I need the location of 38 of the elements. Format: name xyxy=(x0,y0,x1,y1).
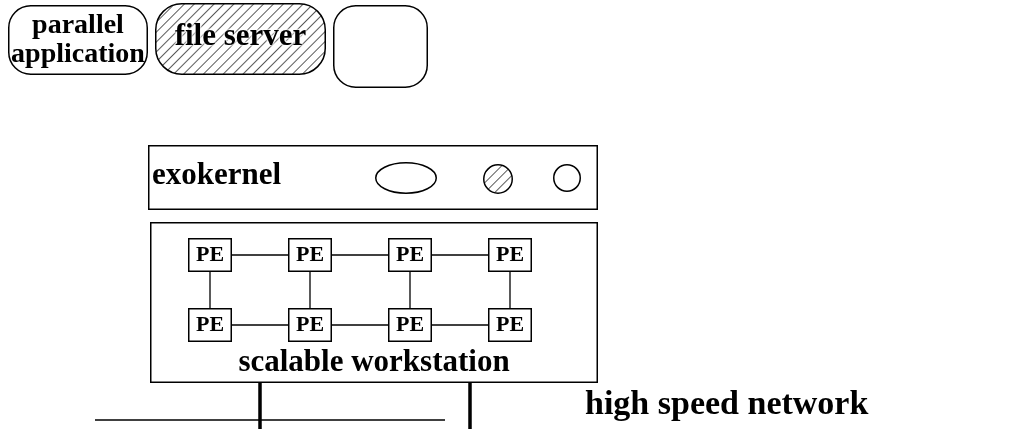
rounded-box xyxy=(8,5,148,75)
caption-text: scalable workstation xyxy=(237,345,511,378)
node-label: PE xyxy=(194,242,226,266)
hatched-circle xyxy=(483,164,513,194)
ellipse xyxy=(375,162,437,194)
pe-box xyxy=(188,308,232,342)
connector-line xyxy=(209,271,211,309)
rounded-box xyxy=(333,5,428,88)
connector-line xyxy=(331,254,389,256)
node-label: PE xyxy=(294,312,326,336)
connector-line xyxy=(331,324,389,326)
connector-line xyxy=(431,254,489,256)
pe-box xyxy=(388,238,432,272)
pe-box xyxy=(488,238,532,272)
pe-box xyxy=(388,308,432,342)
circle xyxy=(553,164,581,192)
node-label: PE xyxy=(494,312,526,336)
pe-box xyxy=(288,238,332,272)
connector-line xyxy=(409,271,411,309)
pe-box xyxy=(288,308,332,342)
network-label: high speed network xyxy=(585,385,869,421)
connector-line xyxy=(431,324,489,326)
node-label: PE xyxy=(394,242,426,266)
connector-line xyxy=(509,271,511,309)
node-label: PE xyxy=(294,242,326,266)
connector-line xyxy=(231,254,289,256)
connector-line xyxy=(231,324,289,326)
box xyxy=(148,145,598,210)
connector-line xyxy=(309,271,311,309)
node-label: PE xyxy=(194,312,226,336)
pe-box xyxy=(488,308,532,342)
node-label: PE xyxy=(494,242,526,266)
node-label: PE xyxy=(394,312,426,336)
pe-box xyxy=(188,238,232,272)
hatched-rounded-box xyxy=(155,3,326,75)
node-label: parallel application xyxy=(10,9,146,68)
node-label: exokernel xyxy=(152,158,283,191)
box xyxy=(150,222,598,383)
